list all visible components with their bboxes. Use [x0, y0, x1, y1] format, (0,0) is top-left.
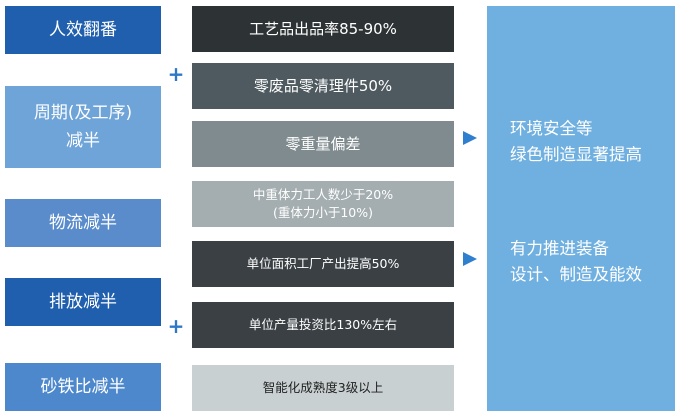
middle-box-6-label: 单位产量投资比130%左右 [248, 317, 398, 332]
left-box-4: 排放减半 [5, 278, 161, 326]
middle-box-2: 零废品零清理件50% [192, 63, 454, 109]
left-box-3-label: 物流减半 [49, 213, 117, 233]
plus-icon-1: + [167, 62, 185, 86]
right-panel [487, 6, 675, 411]
middle-box-4: 中重体力工人数少于20% (重体力小于10%) [192, 181, 454, 227]
middle-box-4-label-line1: 中重体力工人数少于20% [252, 187, 394, 202]
left-box-4-label: 排放减半 [49, 292, 117, 312]
middle-box-5-label: 单位面积工厂产出提高50% [246, 256, 400, 271]
left-box-1: 人效翻番 [5, 6, 161, 54]
arrow-right-icon-2 [463, 252, 477, 266]
right-group-1-line1: 环境安全等 [510, 119, 593, 138]
middle-box-3-label: 零重量偏差 [285, 135, 361, 153]
middle-box-3: 零重量偏差 [192, 121, 454, 167]
left-box-2: 周期(及工序) 减半 [5, 86, 161, 168]
left-box-1-label: 人效翻番 [49, 20, 117, 40]
right-group-1-line2: 绿色制造显著提高 [510, 145, 642, 164]
left-box-3: 物流减半 [5, 199, 161, 247]
left-box-2-label-line1: 周期(及工序) [33, 103, 133, 123]
plus-icon-2: + [167, 314, 185, 338]
left-box-5: 砂铁比减半 [5, 363, 161, 411]
middle-box-7-label: 智能化成熟度3级以上 [262, 380, 384, 395]
right-group-1: 环境安全等 绿色制造显著提高 [510, 116, 642, 168]
middle-box-4-label-line2: (重体力小于10%) [272, 205, 374, 220]
arrow-right-icon-1 [463, 131, 477, 145]
middle-box-7: 智能化成熟度3级以上 [192, 365, 454, 411]
middle-box-5: 单位面积工厂产出提高50% [192, 241, 454, 287]
right-group-2: 有力推进装备 设计、制造及能效 [510, 236, 642, 288]
middle-box-6: 单位产量投资比130%左右 [192, 302, 454, 348]
left-box-2-label-line2: 减半 [66, 131, 100, 151]
right-group-2-line1: 有力推进装备 [510, 239, 609, 258]
right-group-2-line2: 设计、制造及能效 [510, 265, 642, 284]
middle-box-1: 工艺品出品率85-90% [192, 6, 454, 52]
middle-box-2-label: 零废品零清理件50% [253, 77, 393, 95]
left-box-5-label: 砂铁比减半 [40, 377, 126, 397]
middle-box-1-label: 工艺品出品率85-90% [249, 20, 397, 38]
